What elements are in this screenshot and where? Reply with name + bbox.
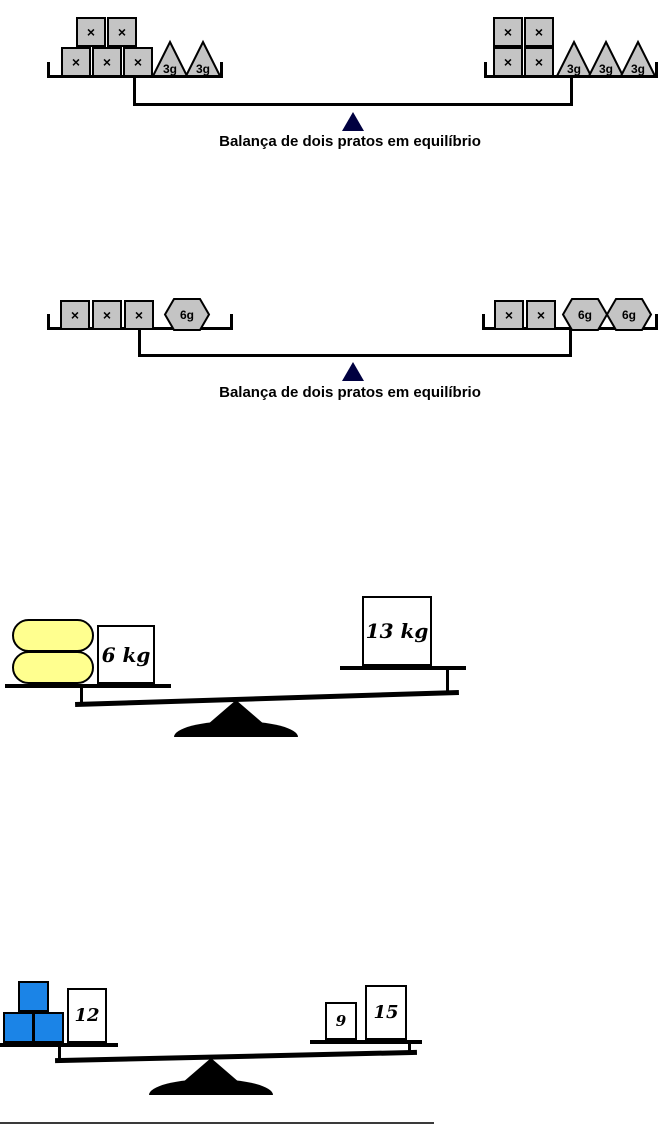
blue-weight-cube [18,981,49,1012]
blue-weight-cube [3,1012,34,1043]
hanger-rod-left [133,78,136,106]
yellow-weight-oval [12,651,94,684]
weight-tag-9: 9 [325,1002,357,1040]
balance-beam [133,103,573,106]
yellow-weight-oval [12,619,94,652]
support-rod-right [408,1044,411,1054]
balance-caption: Balança de dois pratos em equilíbrio [219,384,481,401]
x-weight-box: × [493,47,523,77]
weight-label: 3g [631,62,645,76]
x-weight-box: × [524,17,554,47]
triangle-weight-3g: 3g [587,39,625,77]
x-weight-box: × [92,300,122,330]
weight-label: 6g [180,308,194,322]
weight-label: 3g [163,62,177,76]
hanger-rod-right [569,330,572,357]
pan-platform-right [310,1040,422,1044]
weight-tag-15: 15 [365,985,407,1040]
hexagon-weight-6g: 6g [561,298,609,331]
x-weight-box: × [107,17,137,47]
blue-weight-cube [33,1012,64,1043]
balance-caption: Balança de dois pratos em equilíbrio [219,133,481,150]
pan-platform-right [340,666,466,670]
weight-label: 3g [567,62,581,76]
x-weight-box: × [526,300,556,330]
pan-platform-left [0,1043,118,1047]
support-rod-left [58,1047,61,1061]
weight-tag-6kg: 6 kg [97,625,155,684]
x-weight-box: × [124,300,154,330]
hexagon-weight-6g: 6g [163,298,211,331]
fulcrum-base [174,721,298,737]
triangle-weight-3g: 3g [619,39,657,77]
weight-label: 3g [196,62,210,76]
fulcrum-icon [342,362,364,381]
fulcrum-base [149,1079,273,1095]
triangle-weight-3g: 3g [555,39,593,77]
x-weight-box: × [123,47,153,77]
fulcrum-icon [342,112,364,131]
balance-beam [138,354,572,357]
hanger-rod-right [570,78,573,106]
weight-tag-12: 12 [67,988,107,1043]
triangle-weight-3g: 3g [184,39,222,77]
support-rod-right [446,670,449,692]
support-rod-left [80,688,83,704]
fulcrum-icon [207,700,265,725]
triangle-weight-3g: 3g [151,39,189,77]
x-weight-box: × [92,47,122,77]
hanger-rod-left [138,330,141,357]
bottom-rule [0,1122,434,1124]
x-weight-box: × [524,47,554,77]
hexagon-weight-6g: 6g [605,298,653,331]
x-weight-box: × [76,17,106,47]
x-weight-box: × [493,17,523,47]
weight-label: 6g [578,308,592,322]
x-weight-box: × [61,47,91,77]
pan-platform-left [5,684,171,688]
seesaw-beam [75,689,459,708]
x-weight-box: × [494,300,524,330]
x-weight-box: × [60,300,90,330]
weight-tag-13kg: 13 kg [362,596,432,666]
weight-label: 3g [599,62,613,76]
weight-label: 6g [622,308,636,322]
fulcrum-icon [182,1058,240,1083]
